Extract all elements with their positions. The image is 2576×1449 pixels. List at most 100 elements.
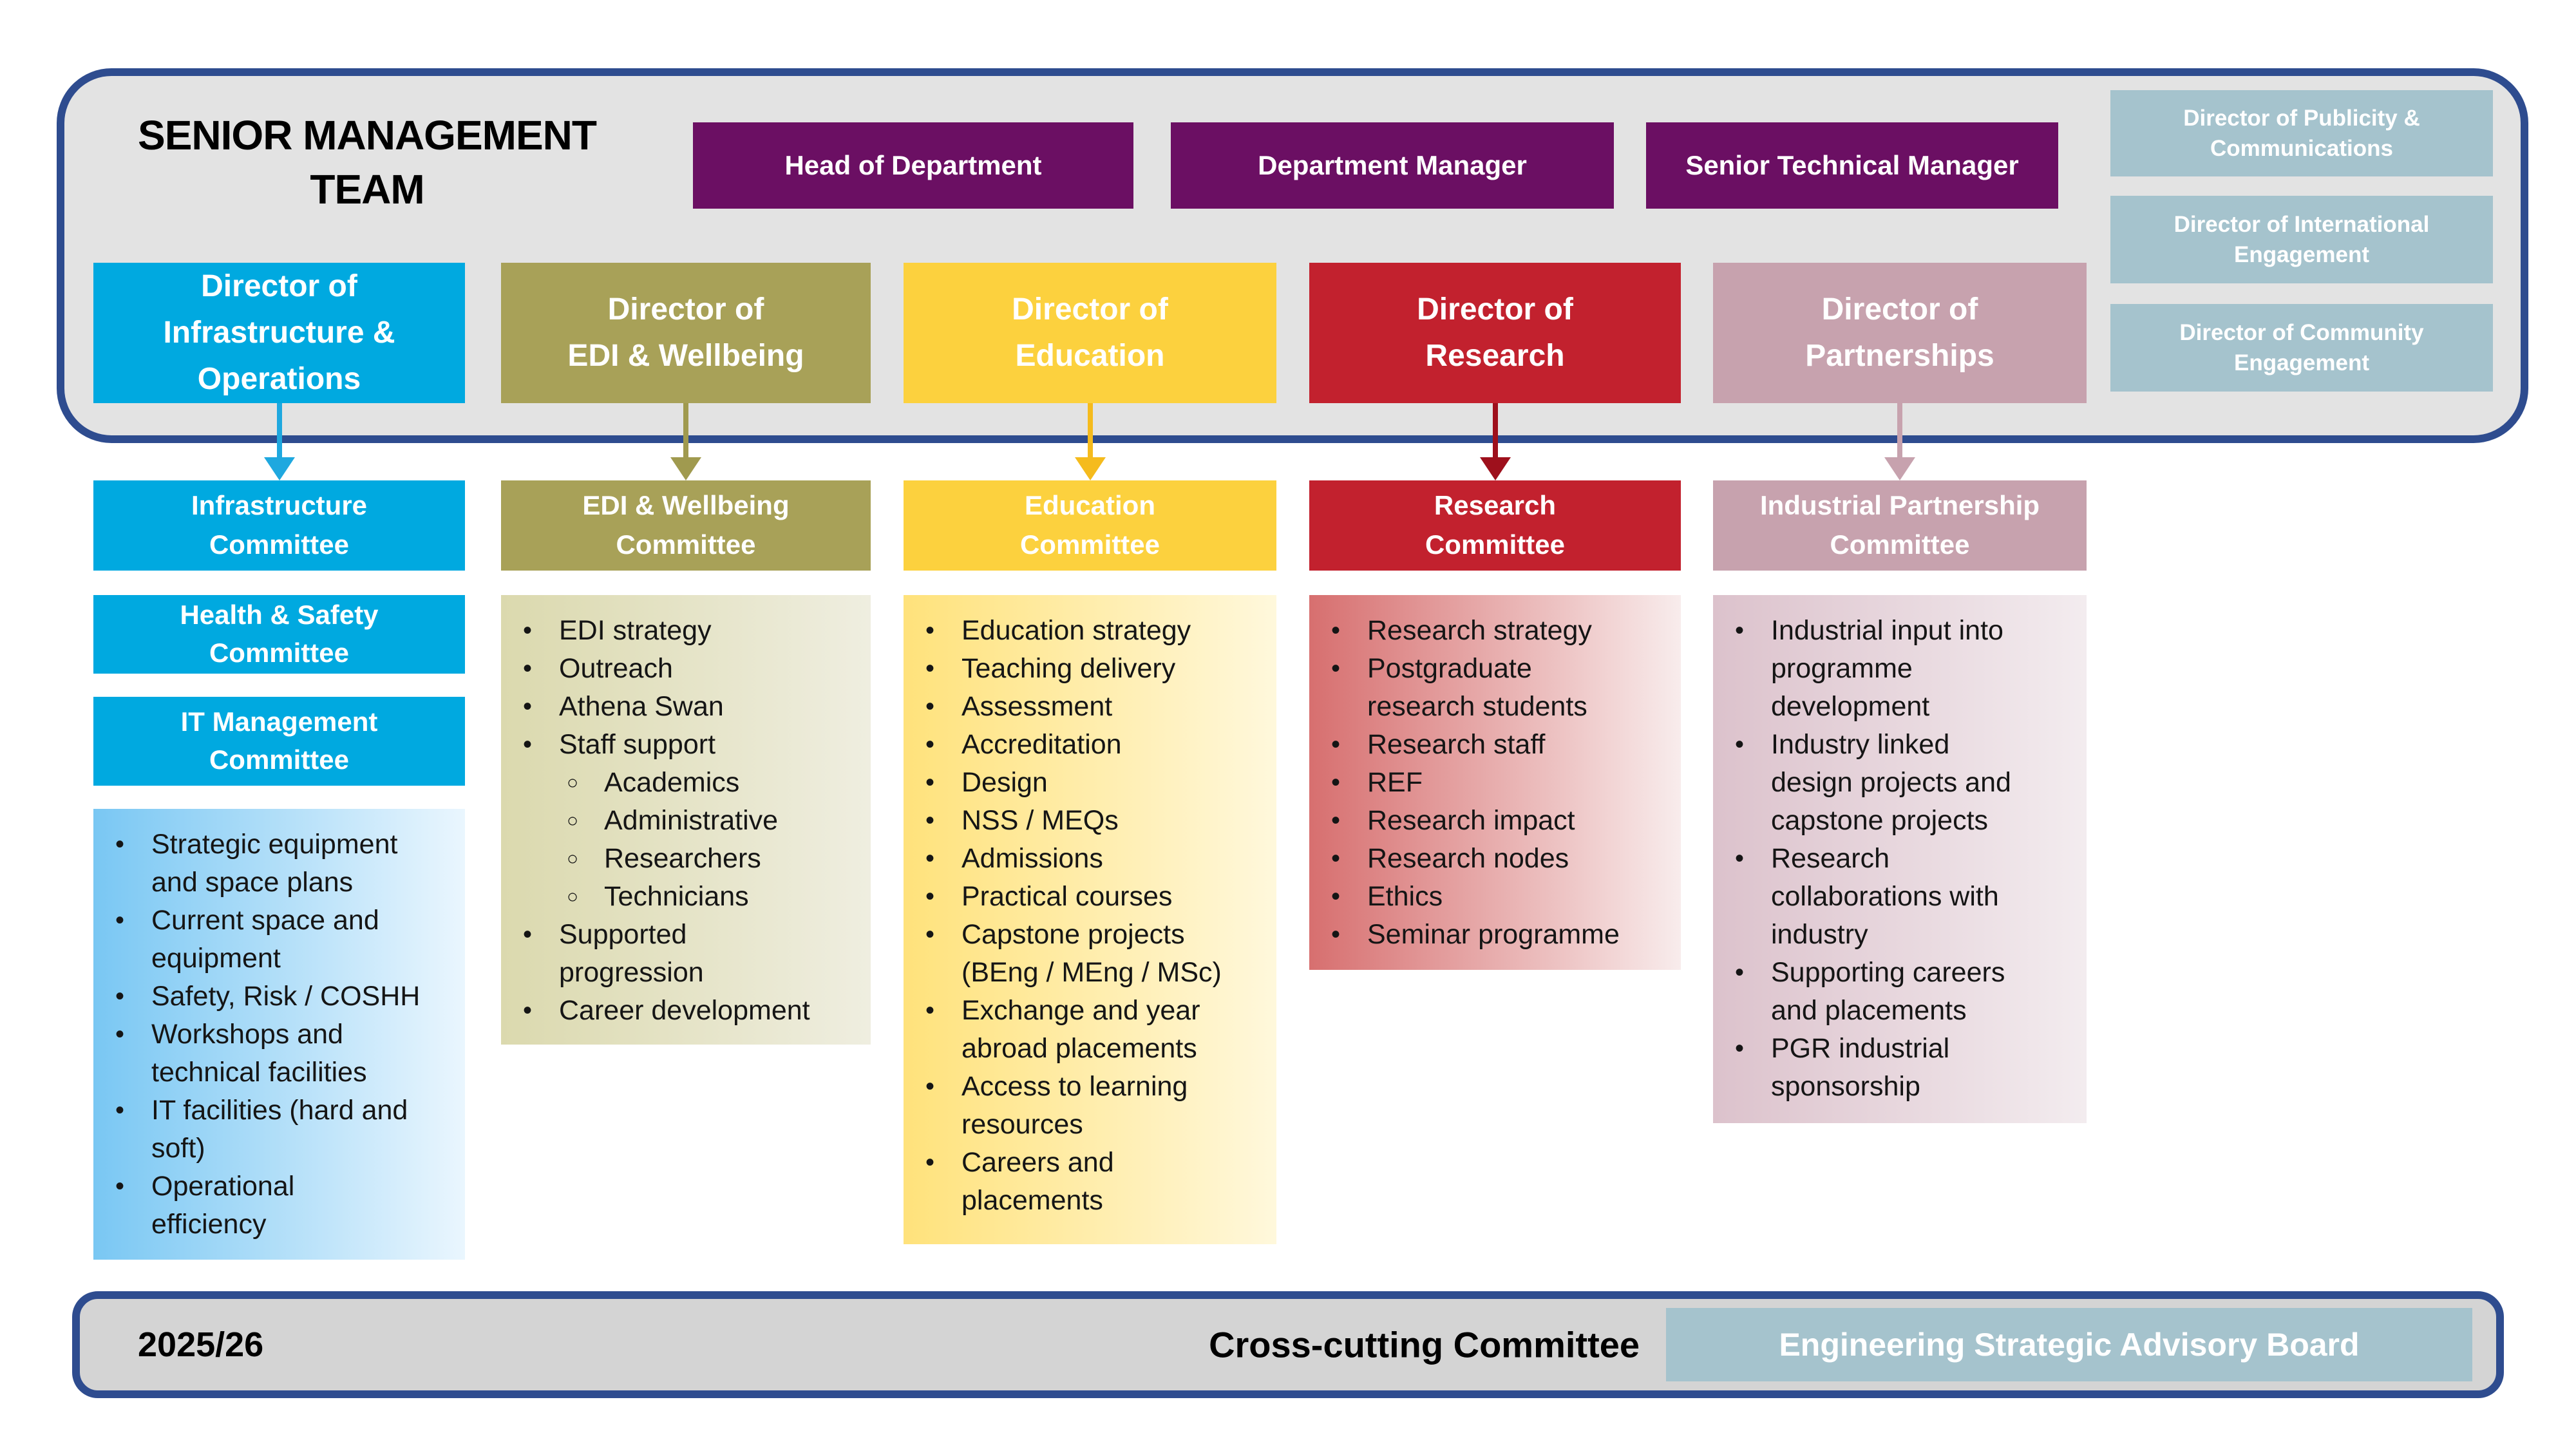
bullet-text: Academics — [604, 767, 740, 798]
bullet-text: Industrial input into programme developm… — [1771, 615, 2003, 722]
bullet-text: Staff support — [559, 729, 716, 760]
dot-bullet-icon: • — [925, 692, 935, 721]
bullet-text: Industry linked design projects and caps… — [1771, 729, 2011, 836]
bullet-item: •Current space and equipment — [93, 902, 465, 978]
committee-box-infrastructure: Infrastructure Committee — [93, 480, 465, 571]
bullet-item: • Accreditation — [904, 726, 1276, 764]
dot-bullet-icon: • — [1735, 1034, 1745, 1063]
dot-bullet-icon: • — [523, 996, 533, 1025]
bullet-item: •Seminar programme — [1309, 916, 1681, 954]
dot-bullet-icon: • — [115, 1096, 125, 1124]
bullet-item: • Supporting careers and placements — [1713, 954, 2087, 1030]
bullet-text: Operational efficiency — [151, 1171, 295, 1240]
bullet-text: Researchers — [604, 843, 761, 874]
bullet-text: Outreach — [559, 653, 673, 684]
dot-bullet-icon: • — [115, 830, 125, 858]
bullet-text: EDI strategy — [559, 615, 712, 646]
bullet-item: •Strategic equipment and space plans — [93, 826, 465, 902]
role-box-head-of-department: Head of Department — [693, 122, 1133, 209]
committee-box-partnerships: Industrial Partnership Committee — [1713, 480, 2087, 571]
bullet-text: Career development — [559, 995, 810, 1026]
cross-cutting-label: Cross-cutting Committee — [1209, 1324, 1640, 1365]
footer-bar: 2025/26 Cross-cutting Committee Engineer… — [72, 1291, 2504, 1398]
role-box-senior-technical-manager: Senior Technical Manager — [1646, 122, 2058, 209]
director-box-research: Director of Research — [1309, 263, 1681, 403]
dot-bullet-icon: • — [1735, 844, 1745, 873]
dot-bullet-icon: • — [523, 616, 533, 645]
dot-bullet-icon: • — [115, 1020, 125, 1048]
bullet-item: •Postgraduate research students — [1309, 650, 1681, 726]
bullet-text: Workshops and technical facilities — [151, 1019, 367, 1088]
bullet-text: Administrative — [604, 805, 779, 836]
bullet-item: •Teaching delivery — [904, 650, 1276, 688]
bullet-item: • Ethics — [1309, 878, 1681, 916]
sub-bullet-item: ○ Administrative — [501, 802, 871, 840]
dot-bullet-icon: • — [1331, 730, 1341, 759]
sub-bullet-item: ○Researchers — [501, 840, 871, 878]
advisory-board-box: Engineering Strategic Advisory Board — [1666, 1308, 2472, 1381]
bullet-item: • Research staff — [1309, 726, 1681, 764]
bullet-item: • Workshops and technical facilities — [93, 1016, 465, 1092]
dot-bullet-icon: • — [1331, 882, 1341, 911]
circle-bullet-icon: ○ — [567, 810, 579, 831]
agenda-panel-partnerships: • Industrial input into programme develop… — [1713, 595, 2087, 1123]
dot-bullet-icon: • — [115, 1172, 125, 1200]
bullet-item: • Athena Swan — [501, 688, 871, 726]
bullet-text: Athena Swan — [559, 691, 724, 722]
bullet-text: Seminar programme — [1367, 919, 1620, 950]
bullet-text: Research nodes — [1367, 843, 1569, 874]
bullet-text: Accreditation — [961, 729, 1122, 760]
bullet-item: •Research strategy — [1309, 612, 1681, 650]
bullet-text: Careers and placements — [961, 1147, 1114, 1216]
bullet-item: •REF — [1309, 764, 1681, 802]
bullet-item: •Careers and placements — [904, 1144, 1276, 1220]
dot-bullet-icon: • — [1331, 806, 1341, 835]
bullet-text: Research staff — [1367, 729, 1546, 760]
dot-bullet-icon: • — [523, 654, 533, 683]
bullet-item: •Exchange and year abroad placements — [904, 992, 1276, 1068]
bullet-item: •Capstone projects (BEng / MEng / MSc) — [904, 916, 1276, 992]
bullet-text: Research collaborations with industry — [1771, 843, 1999, 950]
sub-bullet-item: ○Academics — [501, 764, 871, 802]
dot-bullet-icon: • — [523, 692, 533, 721]
down-arrow-icon — [276, 403, 282, 459]
bullet-item: •Access to learning resources — [904, 1068, 1276, 1144]
dot-bullet-icon: • — [925, 730, 935, 759]
bullet-item: •Practical courses — [904, 878, 1276, 916]
dot-bullet-icon: • — [523, 920, 533, 949]
down-arrowhead-icon — [1884, 457, 1915, 480]
bullet-text: REF — [1367, 767, 1423, 798]
side-role-international-engagement: Director of International Engagement — [2110, 196, 2493, 283]
bullet-text: Technicians — [604, 881, 749, 912]
dot-bullet-icon: • — [1735, 958, 1745, 987]
bullet-text: NSS / MEQs — [961, 805, 1119, 836]
agenda-panel-research: •Research strategy•Postgraduate research… — [1309, 595, 1681, 970]
year-label: 2025/26 — [138, 1325, 264, 1364]
bullet-text: Assessment — [961, 691, 1113, 722]
dot-bullet-icon: • — [1735, 616, 1745, 645]
bullet-text: PGR industrial sponsorship — [1771, 1033, 1950, 1102]
bullet-text: Exchange and year abroad placements — [961, 995, 1200, 1064]
dot-bullet-icon: • — [115, 982, 125, 1010]
subcommittee-box: Health & Safety Committee — [93, 595, 465, 674]
bullet-text: Ethics — [1367, 881, 1443, 912]
director-box-partnerships: Director of Partnerships — [1713, 263, 2087, 403]
bullet-item: •Supported progression — [501, 916, 871, 992]
role-box-department-manager: Department Manager — [1171, 122, 1614, 209]
sub-bullet-item: ○Technicians — [501, 878, 871, 916]
down-arrow-icon — [1897, 403, 1902, 459]
director-box-infrastructure: Director of Infrastructure & Operations — [93, 263, 465, 403]
bullet-item: •Education strategy — [904, 612, 1276, 650]
bullet-text: Postgraduate research students — [1367, 653, 1587, 722]
bullet-item: • PGR industrial sponsorship — [1713, 1030, 2087, 1106]
bullet-text: Access to learning resources — [961, 1071, 1188, 1140]
committee-box-research: Research Committee — [1309, 480, 1681, 571]
bullet-text: Supporting careers and placements — [1771, 957, 2005, 1026]
down-arrow-icon — [1492, 403, 1498, 459]
bullet-text: Teaching delivery — [961, 653, 1176, 684]
bullet-item: •Safety, Risk / COSHH — [93, 978, 465, 1016]
down-arrowhead-icon — [1479, 457, 1511, 480]
dot-bullet-icon: • — [925, 768, 935, 797]
bullet-item: • Industrial input into programme develop… — [1713, 612, 2087, 726]
